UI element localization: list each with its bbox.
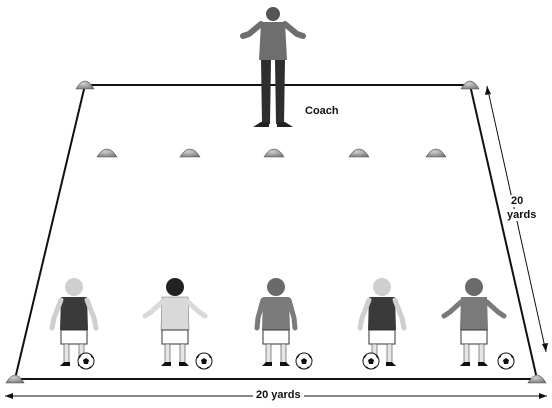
corner-cone: [75, 80, 95, 90]
soccer-ball: [362, 352, 380, 370]
coach-figure: [240, 7, 306, 127]
bottom-dimension-label: 20 yards: [253, 389, 304, 402]
side-dimension-value: 20: [511, 195, 524, 207]
player-1: [49, 278, 99, 366]
soccer-ball: [195, 352, 213, 370]
cone: [348, 148, 370, 158]
player-5: [441, 278, 507, 366]
cone: [96, 148, 118, 158]
soccer-ball: [497, 352, 515, 370]
player-3: [254, 278, 298, 366]
soccer-ball: [77, 352, 95, 370]
player-4: [357, 278, 407, 366]
corner-cone: [527, 374, 547, 384]
corner-cone: [460, 80, 480, 90]
soccer-ball: [295, 352, 313, 370]
corner-cone: [5, 374, 25, 384]
side-dimension-unit: yards: [507, 209, 537, 221]
cone: [425, 148, 447, 158]
coach-label: Coach: [305, 105, 339, 117]
cone: [263, 148, 285, 158]
cone: [179, 148, 201, 158]
player-2: [142, 278, 208, 366]
